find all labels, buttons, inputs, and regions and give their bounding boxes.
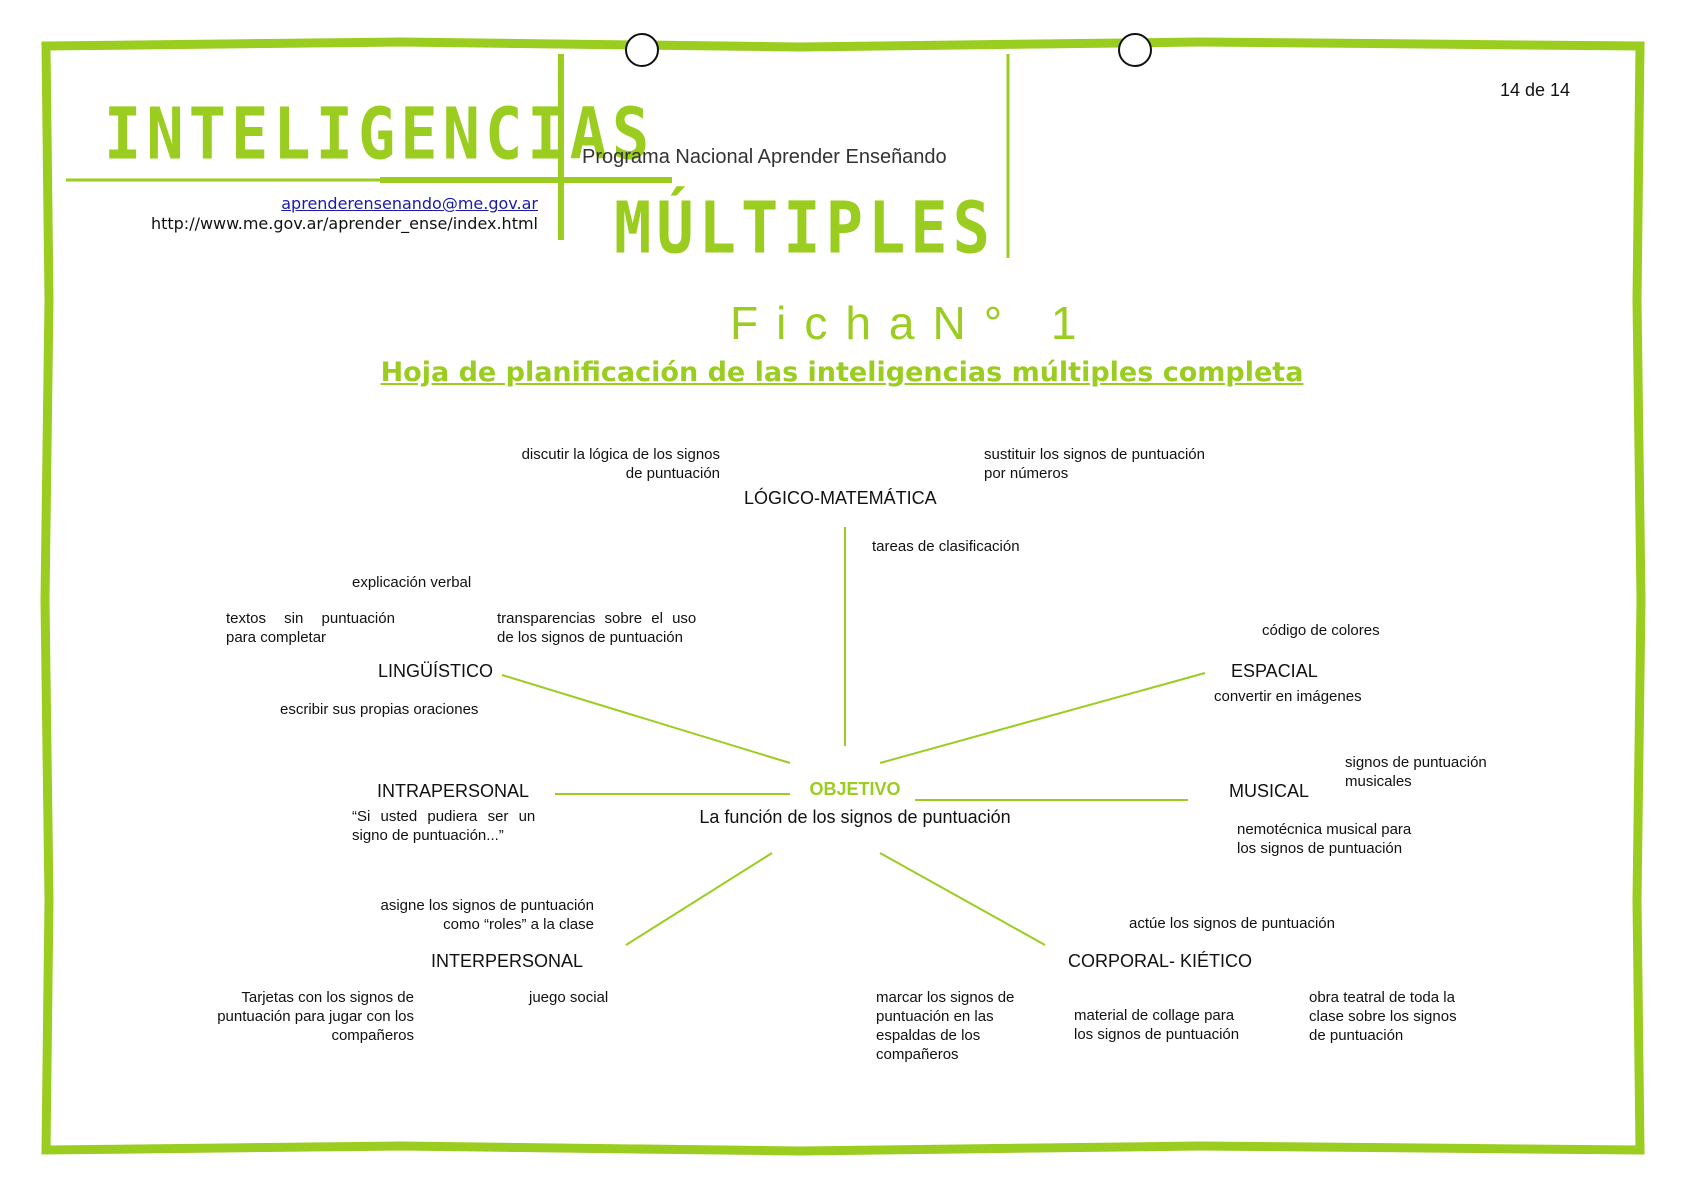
note-inter-juego-social: juego social	[529, 989, 609, 1006]
page-subtitle: Hoja de planificación de las inteligenci…	[380, 357, 1304, 388]
binder-hole-left	[625, 33, 659, 67]
node-corporal-kietico: CORPORAL- KIÉTICO	[1068, 951, 1253, 971]
note-corp-actue: actúe los signos de puntuación	[1129, 915, 1335, 932]
connector-interpersonal	[625, 852, 773, 946]
connector-espacial	[879, 672, 1206, 764]
note-corp-collage: material de collage para los signos de p…	[1074, 1007, 1240, 1043]
node-logico-matematica: LÓGICO-MATEMÁTICA	[744, 488, 937, 508]
connector-linguistico	[501, 674, 791, 764]
note-corp-obra-teatral: obra teatral de toda la clase sobre los …	[1309, 989, 1457, 1044]
node-intrapersonal: INTRAPERSONAL	[377, 781, 530, 801]
logo-inteligencias: INTELIGENCIAS	[104, 92, 655, 176]
note-logico-clasificacion: tareas de clasificación	[872, 538, 1020, 555]
program-name: Programa Nacional Aprender Enseñando	[582, 146, 947, 168]
node-interpersonal: INTERPERSONAL	[431, 951, 584, 971]
connector-corporal	[879, 852, 1046, 946]
objetivo-description: La función de los signos de puntuación	[699, 807, 1011, 827]
note-inter-tarjetas: Tarjetas con los signos de puntuación pa…	[217, 989, 414, 1044]
note-logico-discutir: discutir la lógica de los signos de punt…	[521, 446, 720, 482]
note-corp-marcar: marcar los signos de puntuación en las e…	[876, 989, 1015, 1063]
note-inter-roles: asigne los signos de puntuación como “ro…	[380, 897, 595, 933]
note-ling-explicacion: explicación verbal	[352, 574, 472, 591]
note-logico-sustituir: sustituir los signos de puntuación por n…	[984, 446, 1205, 482]
note-ling-textos: textos sin puntuación para completar	[226, 610, 395, 646]
note-esp-imagenes: convertir en imágenes	[1214, 688, 1362, 705]
note-ling-transparencias: transparencias sobre el uso de los signo…	[497, 610, 697, 646]
border-outer	[40, 37, 1646, 1156]
node-linguistico: LINGÜÍSTICO	[378, 661, 494, 681]
node-musical: MUSICAL	[1229, 781, 1310, 801]
ficha-title: FichaN° 1	[730, 297, 1095, 349]
node-espacial: ESPACIAL	[1231, 661, 1318, 681]
website-url: http://www.me.gov.ar/aprender_ense/index…	[150, 214, 538, 233]
note-mus-signos: signos de puntuación musicales	[1345, 754, 1487, 790]
note-ling-escribir: escribir sus propias oraciones	[280, 701, 479, 718]
binder-hole-right	[1118, 33, 1152, 67]
note-esp-colores: código de colores	[1262, 622, 1380, 639]
email-link[interactable]: aprenderensenando@me.gov.ar	[281, 194, 538, 213]
page-number: 14 de 14	[1500, 80, 1571, 100]
logo-multiples: MÚLTIPLES	[614, 186, 995, 270]
note-mus-nemotecnica: nemotécnica musical para los signos de p…	[1237, 821, 1412, 857]
note-intra-si-usted: “Si usted pudiera ser un signo de puntua…	[352, 808, 536, 844]
objetivo-label: OBJETIVO	[809, 779, 901, 799]
